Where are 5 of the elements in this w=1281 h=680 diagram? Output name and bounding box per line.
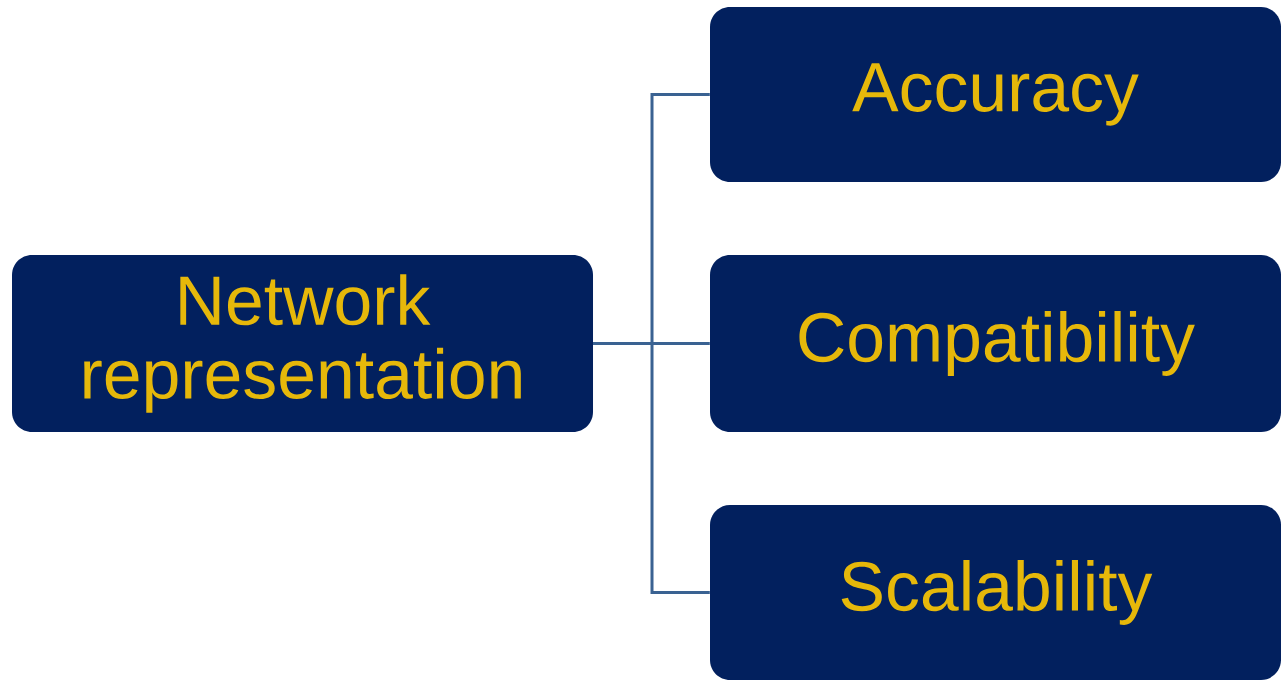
process-box: Scalability — [710, 505, 1281, 680]
connector-line — [593, 341, 710, 594]
process-box: Accuracy — [710, 7, 1281, 182]
process-box: Network representation — [12, 255, 593, 432]
process-box: Compatibility — [710, 255, 1281, 432]
